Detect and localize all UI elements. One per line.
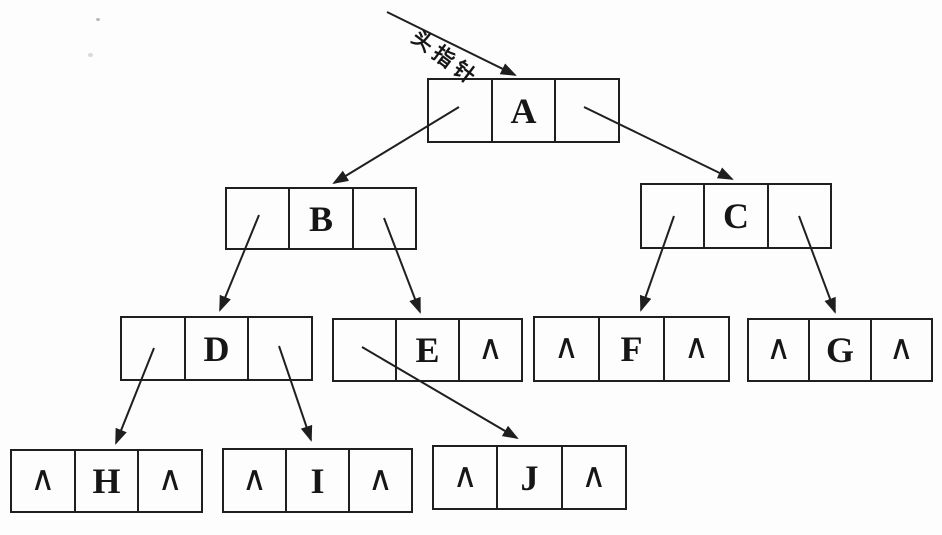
node-E-data-cell: E: [395, 320, 458, 380]
node-I: ∧ I ∧: [222, 448, 413, 513]
node-H: ∧ H ∧: [10, 449, 203, 513]
node-D-data-cell: D: [183, 318, 248, 379]
node-B-data-cell: B: [288, 189, 351, 248]
node-H-data-cell: H: [73, 451, 138, 511]
node-G-data-cell: G: [808, 320, 869, 380]
node-A-left-pointer-cell: [429, 80, 491, 141]
node-F-right-pointer-cell: ∧: [663, 318, 728, 380]
node-I-left-pointer-cell: ∧: [242, 460, 267, 498]
node-H-left-pointer-cell: ∧: [30, 461, 56, 498]
node-G-right-pointer-cell: ∧: [869, 320, 931, 380]
node-F: ∧ F ∧: [533, 316, 730, 382]
node-C-data-cell: C: [703, 185, 766, 247]
node-A-right-pointer-cell: [554, 80, 618, 141]
node-J-left-pointer-cell: ∧: [452, 457, 478, 495]
node-J-right-pointer-cell: ∧: [560, 447, 625, 508]
node-E: E ∧: [332, 318, 523, 382]
node-E-right-pointer-cell: ∧: [458, 320, 521, 380]
node-C-left-pointer-cell: [642, 185, 703, 247]
node-F-data-cell: F: [598, 318, 663, 380]
node-I-right-pointer-cell: ∧: [348, 450, 411, 511]
node-H-right-pointer-cell: ∧: [137, 451, 201, 511]
scan-speck: [96, 18, 100, 21]
node-B: B: [225, 187, 417, 250]
node-I-data-cell: I: [285, 450, 348, 511]
node-C: C: [640, 183, 832, 249]
node-B-right-pointer-cell: [351, 189, 415, 248]
node-E-left-pointer-cell: [334, 320, 395, 380]
node-A: A: [427, 78, 620, 143]
node-B-left-pointer-cell: [227, 189, 288, 248]
node-J: ∧ J ∧: [432, 445, 627, 510]
node-F-left-pointer-cell: ∧: [554, 329, 579, 366]
node-J-data-cell: J: [496, 447, 560, 508]
scan-speck: [88, 53, 93, 57]
node-D-left-pointer-cell: [122, 318, 184, 379]
node-C-right-pointer-cell: [766, 185, 830, 247]
node-G: ∧ G ∧: [747, 318, 933, 382]
node-D: D: [120, 316, 313, 381]
node-G-left-pointer-cell: ∧: [766, 330, 792, 367]
node-D-right-pointer-cell: [247, 318, 311, 379]
node-A-data-cell: A: [490, 80, 555, 141]
